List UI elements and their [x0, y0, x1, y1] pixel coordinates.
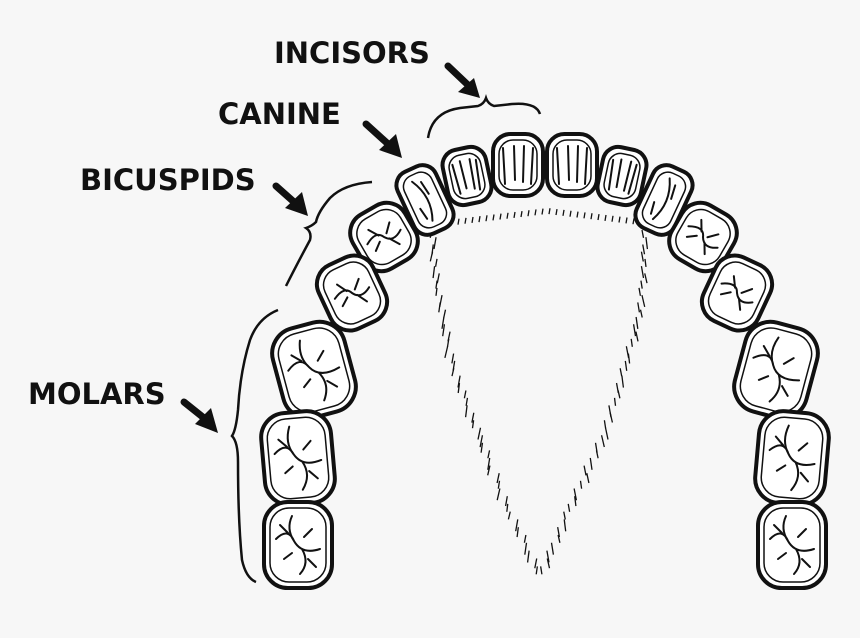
right-molar-tooth-8 — [756, 500, 828, 590]
molars-arrow — [180, 398, 218, 433]
right-molar-tooth-6 — [732, 319, 820, 421]
bicuspids-arrow — [272, 182, 308, 216]
right-incisor-tooth-2 — [595, 144, 649, 208]
left-bicuspid-tooth-4 — [348, 200, 420, 274]
canine-arrow — [362, 120, 402, 158]
incisors-arrow — [444, 62, 480, 98]
incisors-brace — [426, 94, 542, 139]
canine-label: CANINE — [218, 97, 341, 131]
left-bicuspid-tooth-5 — [314, 253, 390, 333]
right-bicuspid-tooth-5 — [699, 253, 775, 333]
left-canine-tooth-3 — [394, 163, 456, 237]
molars-label: MOLARS — [28, 377, 166, 411]
gum-shading — [429, 208, 649, 575]
right-molar-tooth-7 — [753, 409, 831, 507]
incisors-label: INCISORS — [274, 36, 430, 70]
left-incisor-tooth-2 — [440, 144, 494, 208]
right-bicuspid-tooth-4 — [667, 200, 739, 274]
left-molar-tooth-7 — [259, 409, 337, 507]
bicuspids-label: BICUSPIDS — [80, 163, 256, 197]
right-incisor-tooth-1 — [545, 132, 599, 198]
left-incisor-tooth-1 — [491, 132, 545, 198]
molars-brace — [230, 308, 279, 584]
left-molar-tooth-6 — [270, 319, 358, 421]
left-molar-tooth-8 — [262, 500, 334, 590]
teeth-group — [259, 132, 831, 590]
bicuspids-brace — [284, 180, 373, 287]
